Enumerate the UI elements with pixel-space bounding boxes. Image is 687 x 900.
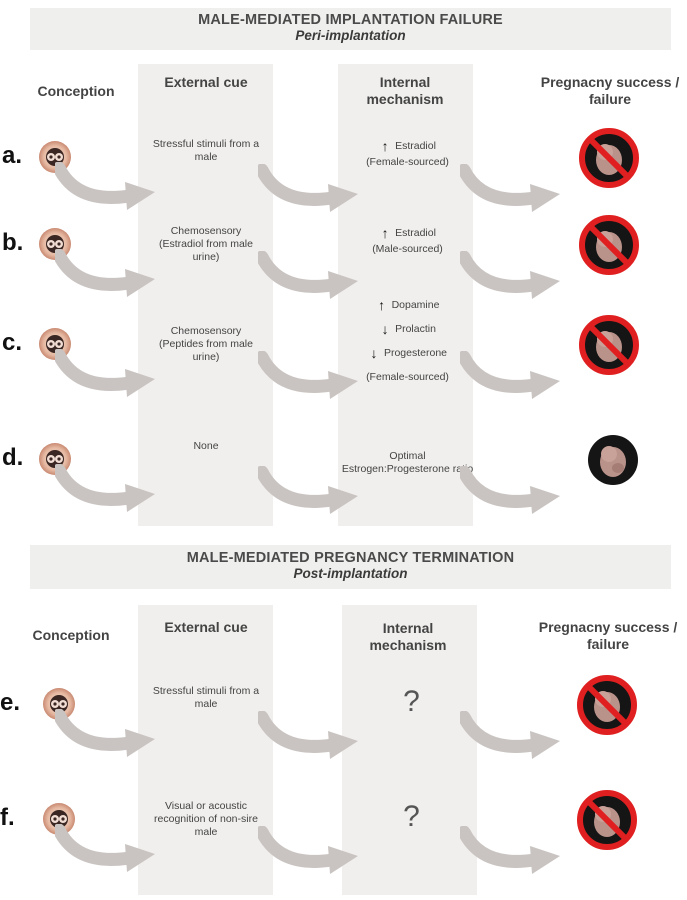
section-title: MALE-MEDIATED IMPLANTATION FAILURE (198, 12, 503, 28)
external-cue-text: Stressful stimuli from a male (152, 138, 260, 163)
mechanism-line: (Female-sourced) (340, 156, 475, 169)
row-label: e. (0, 689, 21, 716)
up-arrow-icon: ↑ (381, 138, 389, 154)
embryo-cell-icon (42, 802, 76, 836)
curved-arrow-icon (457, 465, 564, 518)
curved-arrow-icon (255, 250, 362, 303)
mechanism-line: ↑ Estradiol (340, 138, 475, 154)
no-fetus-prohibited-icon (577, 213, 641, 277)
mechanism-line: ↓ Progesterone (340, 345, 475, 361)
header-external-cue: External cue (164, 619, 248, 635)
unknown-mechanism: ? (403, 800, 420, 833)
header-conception: Conception (32, 627, 110, 643)
curved-arrow-icon (255, 350, 362, 403)
curved-arrow-icon (457, 825, 564, 878)
section-banner-implantation: MALE-MEDIATED IMPLANTATION FAILURE Peri-… (30, 8, 671, 50)
mechanism-line: ↓ Prolactin (340, 321, 475, 337)
header-internal-mechanism: Internal mechanism (366, 74, 444, 107)
external-cue-column-bg (138, 64, 273, 526)
external-cue-text: Chemosensory (Peptides from male urine) (159, 325, 253, 363)
header-conception: Conception (37, 83, 115, 99)
mechanism-text: (Male-sourced) (372, 243, 443, 255)
header-internal-mechanism: Internal mechanism (369, 620, 447, 653)
external-cue-text: Chemosensory (Estradiol from male urine) (159, 225, 253, 263)
section-banner-termination: MALE-MEDIATED PREGNANCY TERMINATION Post… (30, 545, 671, 589)
curved-arrow-icon (255, 163, 362, 216)
internal-mechanism-column-bg (338, 64, 473, 526)
curved-arrow-icon (52, 348, 159, 401)
mechanism-text: Dopamine (391, 299, 440, 311)
mechanism-line: Optimal Estrogen:Progesterone ratio (340, 450, 475, 476)
down-arrow-icon: ↓ (381, 321, 389, 337)
header-pregnancy-outcome: Pregnacny success / failure (540, 74, 680, 107)
section-subtitle: Peri-implantation (295, 28, 406, 43)
row-label: c. (2, 329, 23, 356)
external-cue-text: Stressful stimuli from a male (152, 685, 260, 710)
row-label: d. (2, 444, 24, 471)
no-fetus-prohibited-icon (575, 788, 639, 852)
down-arrow-icon: ↓ (370, 345, 378, 361)
mechanism-line: (Male-sourced) (340, 243, 475, 256)
external-cue-text: None (193, 440, 219, 452)
embryo-cell-icon (42, 687, 76, 721)
unknown-mechanism: ? (403, 685, 420, 718)
up-arrow-icon: ↑ (378, 297, 386, 313)
section-title: MALE-MEDIATED PREGNANCY TERMINATION (186, 550, 515, 566)
mechanism-text: Optimal Estrogen:Progesterone ratio (341, 450, 474, 475)
section-subtitle: Post-implantation (293, 566, 408, 581)
curved-arrow-icon (52, 823, 159, 876)
embryo-cell-icon (38, 442, 72, 476)
mechanism-text: Estradiol (395, 140, 436, 152)
no-fetus-prohibited-icon (575, 673, 639, 737)
mechanism-line: (Female-sourced) (340, 371, 475, 384)
curved-arrow-icon (457, 163, 564, 216)
mechanism-line: ↑ Estradiol (340, 225, 475, 241)
curved-arrow-icon (52, 708, 159, 761)
curved-arrow-icon (52, 248, 159, 301)
mechanism-text: (Female-sourced) (366, 371, 449, 383)
row-label: f. (0, 804, 15, 831)
curved-arrow-icon (457, 350, 564, 403)
fetus-icon (587, 434, 639, 486)
mechanism-text: Estradiol (395, 227, 436, 239)
header-pregnancy-outcome: Pregnacny success / failure (538, 619, 678, 652)
curved-arrow-icon (52, 463, 159, 516)
header-external-cue: External cue (164, 74, 248, 90)
curved-arrow-icon (255, 825, 362, 878)
internal-mechanism-column-bg (342, 605, 477, 895)
curved-arrow-icon (255, 710, 362, 763)
no-fetus-prohibited-icon (577, 313, 641, 377)
up-arrow-icon: ↑ (381, 225, 389, 241)
external-cue-text: Visual or acoustic recognition of non-si… (154, 800, 258, 838)
curved-arrow-icon (255, 465, 362, 518)
external-cue-column-bg (138, 605, 273, 895)
curved-arrow-icon (52, 161, 159, 214)
curved-arrow-icon (457, 250, 564, 303)
row-label: a. (2, 142, 23, 169)
mechanism-text: Progesterone (383, 347, 448, 359)
mechanism-text: (Female-sourced) (366, 156, 449, 168)
mechanism-line: ↑ Dopamine (340, 297, 475, 313)
no-fetus-prohibited-icon (577, 126, 641, 190)
mechanism-text: Prolactin (395, 323, 436, 335)
row-label: b. (2, 229, 24, 256)
curved-arrow-icon (457, 710, 564, 763)
